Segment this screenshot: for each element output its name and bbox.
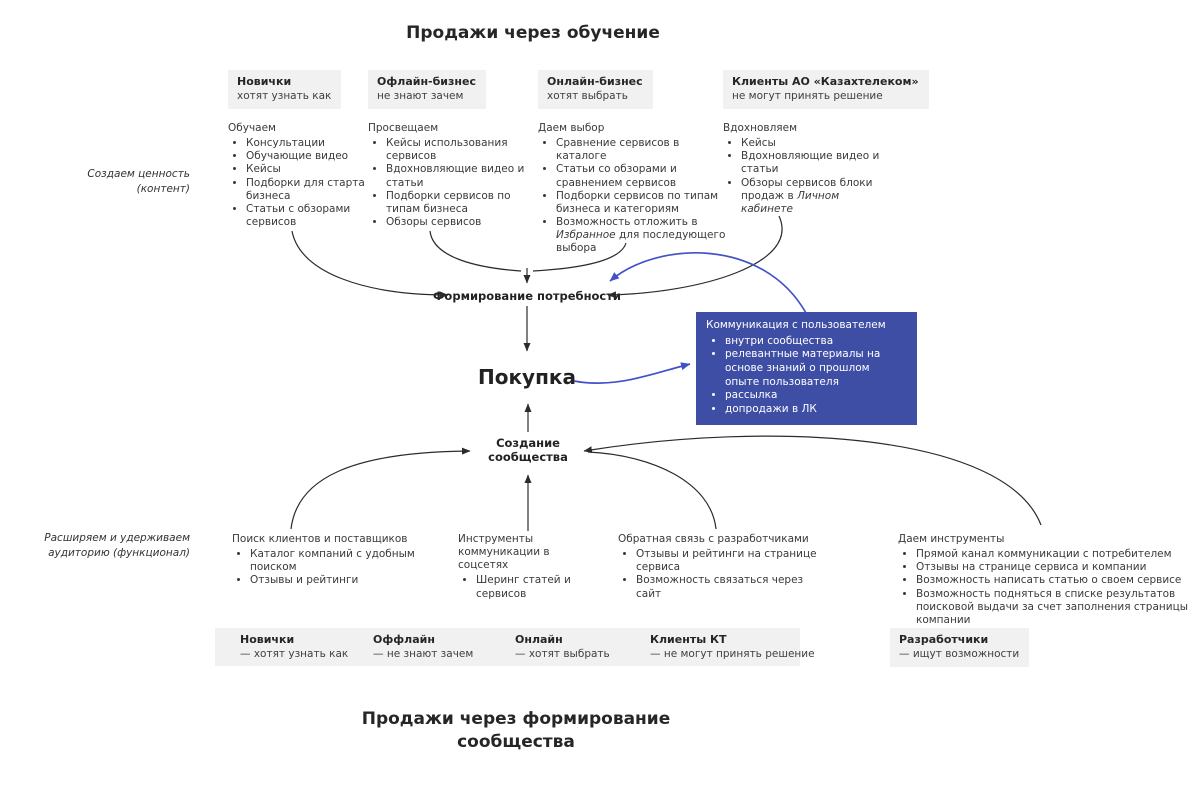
list-item: Обзоры сервисов блоки продаж в Личном ка… [741, 177, 883, 216]
column-heading: Обратная связь с разработчиками [618, 533, 809, 545]
list-item: Отзывы на странице сервиса и компании [916, 561, 1188, 574]
list-item: Обзоры сервисов [386, 216, 528, 229]
list-item: релевантные материалы на основе знаний о… [725, 348, 907, 389]
list-item: Статьи с обзорами сервисов [246, 203, 376, 229]
community-column-feedback: Обратная связь с разработчиками Отзывы и… [618, 533, 828, 601]
column-list: Отзывы и рейтинги на странице сервисаВоз… [618, 548, 828, 601]
persona-name: Клиенты АО «Казахтелеком» [732, 75, 919, 88]
persona-name: Разработчики [899, 633, 989, 646]
list-item: Вдохновляющие видео и статьи [741, 150, 883, 176]
persona-name: Новички [237, 75, 292, 88]
column-list: Сравнение сервисов в каталогеСтатьи со о… [538, 137, 728, 255]
column-heading: Даем инструменты [898, 533, 1005, 545]
node-need-formation: Формирование потребности [433, 289, 621, 303]
top-title: Продажи через обучение [406, 23, 660, 43]
column-heading: Даем выбор [538, 122, 605, 134]
side-label-functional: Расширяем и удерживаем аудиторию (функци… [44, 532, 190, 560]
persona-top-kazakhtelecom: Клиенты АО «Казахтелеком» не могут приня… [723, 70, 929, 110]
list-item: Отзывы и рейтинги на странице сервиса [636, 548, 828, 574]
list-item: Статьи со обзорами и сравнением сервисов [556, 163, 728, 189]
list-item: рассылка [725, 389, 907, 403]
column-heading: Вдохновляем [723, 122, 797, 134]
list-item: Отзывы и рейтинги [250, 574, 452, 587]
list-item: Подборки сервисов по типам бизнеса и кат… [556, 190, 728, 216]
persona-desc: не могут принять решение [732, 89, 883, 102]
column-heading: Просвещаем [368, 122, 439, 134]
persona-name: Новички [240, 633, 295, 646]
persona-bottom-online: Онлайн — хотят выбрать [515, 633, 610, 661]
list-item: Кейсы [741, 137, 883, 150]
persona-name: Онлайн-бизнес [547, 75, 643, 88]
list-item: Обучающие видео [246, 150, 376, 163]
community-column-search: Поиск клиентов и поставщиков Каталог ком… [232, 533, 452, 588]
persona-bottom-kt-clients: Клиенты КТ — не могут принять решение [650, 633, 815, 661]
education-column-inspire: Вдохновляем КейсыВдохновляющие видео и с… [723, 122, 883, 216]
community-column-dev-tools: Даем инструменты Прямой канал коммуникац… [898, 533, 1188, 627]
column-list: КонсультацииОбучающие видеоКейсыПодборки… [228, 137, 376, 229]
persona-bottom-offline: Оффлайн — не знают зачем [373, 633, 473, 661]
list-item: Возможность написать статью о своем серв… [916, 574, 1188, 587]
education-column-enlighten: Просвещаем Кейсы использования сервисовВ… [368, 122, 528, 229]
list-item: Вдохновляющие видео и статьи [386, 163, 528, 189]
column-list: КейсыВдохновляющие видео и статьиОбзоры … [723, 137, 883, 216]
column-list: Кейсы использования сервисовВдохновляющи… [368, 137, 528, 229]
arrow-feedback-to-community [587, 451, 717, 530]
persona-bottom-novices: Новички — хотят узнать как [240, 633, 348, 661]
persona-desc: — не могут принять решение [650, 647, 815, 660]
node-community-creation: Создание сообщества [488, 436, 568, 465]
column-list: Шеринг статей и сервисов [458, 574, 598, 600]
arrow-teach-to-need [291, 230, 449, 299]
arrow-communication-to-need [609, 252, 807, 314]
list-item: Подборки для старта бизнеса [246, 177, 376, 203]
communication-box-list: внутри сообществарелевантные материалы н… [706, 335, 907, 417]
list-item: Возможность подняться в списке результат… [916, 588, 1188, 627]
persona-name: Оффлайн [373, 633, 435, 646]
bottom-persona-bar: Новички — хотят узнать как Оффлайн — не … [215, 628, 815, 666]
arrow-enlighten-branch [429, 230, 522, 272]
column-list: Каталог компаний с удобным поискомОтзывы… [232, 548, 452, 587]
node-purchase: Покупка [478, 365, 576, 389]
persona-name: Онлайн [515, 633, 563, 646]
persona-developers: Разработчики — ищут возможности [890, 628, 1030, 668]
persona-desc: — хотят узнать как [240, 647, 349, 660]
list-item: Сравнение сервисов в каталоге [556, 137, 728, 163]
persona-top-offline: Офлайн-бизнес не знают зачем [368, 70, 486, 110]
persona-name: Офлайн-бизнес [377, 75, 476, 88]
persona-desc: хотят узнать как [237, 89, 332, 102]
persona-top-online: Онлайн-бизнес хотят выбрать [538, 70, 653, 110]
list-item: Шеринг статей и сервисов [476, 574, 598, 600]
list-item: Каталог компаний с удобным поиском [250, 548, 452, 574]
education-column-choice: Даем выбор Сравнение сервисов в каталоге… [538, 122, 728, 255]
persona-desc: хотят выбрать [547, 89, 628, 102]
list-item: Подборки сервисов по типам бизнеса [386, 190, 528, 216]
list-item: Возможность связаться через сайт [636, 574, 828, 600]
persona-desc: не знают зачем [377, 89, 464, 102]
list-item: внутри сообщества [725, 335, 907, 349]
list-item: Кейсы использования сервисов [386, 137, 528, 163]
list-item: Консультации [246, 137, 376, 150]
communication-box-heading: Коммуникация с пользователем [706, 319, 886, 331]
list-item: Кейсы [246, 163, 376, 176]
persona-desc: — не знают зачем [373, 647, 474, 660]
arrow-search-to-community [290, 447, 471, 530]
column-list: Прямой канал коммуникации с потребителем… [898, 548, 1188, 627]
bottom-title: Продажи через формирование сообщества [361, 709, 671, 752]
list-item: допродажи в ЛК [725, 403, 907, 417]
column-heading: Инструменты коммуникации в соцсетях [458, 533, 550, 572]
list-item: Прямой канал коммуникации с потребителем [916, 548, 1188, 561]
education-column-teach: Обучаем КонсультацииОбучающие видеоКейсы… [228, 122, 376, 229]
persona-top-novices: Новички хотят узнать как [228, 70, 342, 110]
list-item: Возможность отложить в Избранное для пос… [556, 216, 728, 255]
communication-box: Коммуникация с пользователем внутри сооб… [696, 312, 917, 426]
persona-name: Клиенты КТ [650, 633, 727, 646]
column-heading: Поиск клиентов и поставщиков [232, 533, 408, 545]
persona-desc: — ищут возможности [899, 647, 1020, 660]
community-column-social-tools: Инструменты коммуникации в соцсетях Шери… [458, 533, 598, 601]
side-label-content: Создаем ценность (контент) [87, 168, 190, 196]
column-heading: Обучаем [228, 122, 276, 134]
persona-desc: — хотят выбрать [515, 647, 610, 660]
arrow-devtools-to-community [583, 435, 1042, 526]
